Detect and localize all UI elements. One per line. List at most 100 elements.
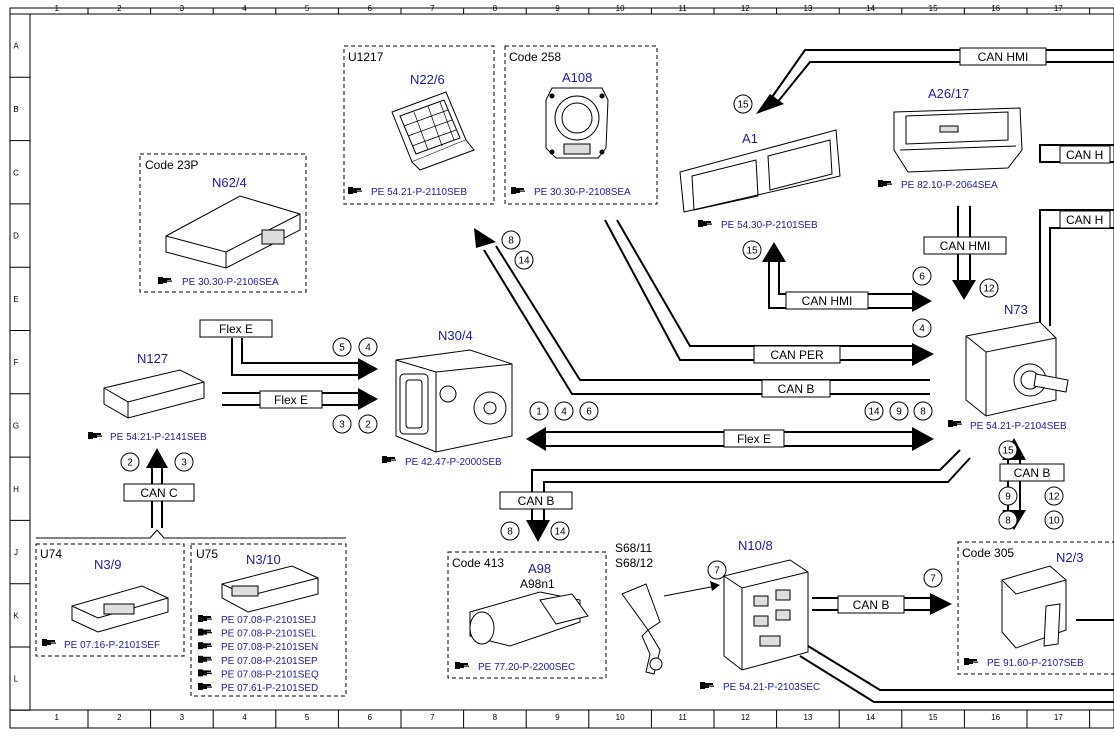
reference: PE 91.60-P-2107SEB bbox=[987, 658, 1084, 669]
hand-pointer-icon bbox=[158, 277, 172, 284]
component-label: A1 bbox=[742, 131, 758, 146]
bus-label-can-h-2: CAN H bbox=[1066, 213, 1103, 227]
component-a1[interactable]: A1 PE 54.30-P-2101SEB bbox=[679, 129, 841, 231]
grid-column-label: 7 bbox=[430, 4, 435, 13]
code-label: Code 23P bbox=[145, 158, 198, 172]
hand-pointer-icon bbox=[198, 655, 212, 663]
circle-number: 12 bbox=[1048, 492, 1060, 503]
grid-column-label: 3 bbox=[180, 4, 185, 13]
component-n3-9[interactable]: U74 N3/9 PE 07.16-P-2101SEF bbox=[35, 543, 185, 657]
connection-circle: 9 bbox=[998, 486, 1018, 506]
component-n73[interactable]: N73 PE 54.21-P-2104SEB bbox=[948, 302, 1069, 432]
reference: PE 30.30-P-2108SEA bbox=[534, 187, 631, 198]
grid-column-label: 10 bbox=[616, 4, 625, 13]
grid-column-label: 5 bbox=[305, 4, 310, 13]
hand-pointer-icon bbox=[700, 682, 714, 689]
component-n30-4[interactable]: N30/4 PE 42.47-P-2000SEB bbox=[382, 328, 513, 468]
connection-circle: 15 bbox=[733, 94, 753, 114]
connection-circle: 4 bbox=[554, 401, 574, 421]
grid-row-label: E bbox=[13, 295, 18, 304]
component-label: N30/4 bbox=[438, 328, 473, 343]
circle-number: 9 bbox=[1005, 492, 1011, 503]
connection-circle: 14 bbox=[514, 250, 534, 270]
circle-number: 10 bbox=[1048, 516, 1060, 527]
grid-column-label: 1 bbox=[54, 4, 59, 13]
circle-number: 14 bbox=[868, 407, 880, 418]
circle-number: 6 bbox=[586, 407, 592, 418]
component-a98[interactable]: Code 413 A98 A98n1 PE 77.20-P-2200SEC bbox=[447, 551, 607, 679]
bus-label-can-hmi-e: CAN HMI bbox=[802, 294, 853, 308]
component-n2-3[interactable]: Code 305 N2/3 PE 91.60-P-2107SEB bbox=[957, 541, 1114, 675]
component-label: N73 bbox=[1004, 302, 1028, 317]
grid-column-label: 14 bbox=[866, 4, 875, 13]
circle-number: 15 bbox=[1002, 446, 1014, 457]
circle-number: 14 bbox=[554, 527, 566, 538]
grid-column-label: 7 bbox=[430, 713, 435, 722]
connection-circle: 2 bbox=[120, 452, 140, 472]
bus-label-can-c: CAN C bbox=[140, 486, 178, 500]
reference: PE 07.16-P-2101SEF bbox=[64, 640, 160, 651]
grid-column-label: 4 bbox=[242, 4, 247, 13]
component-s68[interactable]: S68/11 S68/12 bbox=[615, 541, 663, 675]
connection-circle: 15 bbox=[742, 240, 762, 260]
component-n127[interactable]: N127 PE 54.21-P-2141SEB bbox=[88, 351, 207, 443]
reference: PE 30.30-P-2106SEA bbox=[182, 277, 279, 288]
reference: PE 54.21-P-2104SEB bbox=[970, 421, 1067, 432]
component-label: N10/8 bbox=[738, 538, 773, 553]
grid-column-label: 6 bbox=[367, 713, 372, 722]
reference: PE 54.21-P-2141SEB bbox=[110, 432, 207, 443]
grid-column-label: 8 bbox=[493, 713, 498, 722]
component-n62-4[interactable]: Code 23P N62/4 PE 30.30-P-2106SEA bbox=[139, 153, 307, 293]
circle-number: 7 bbox=[930, 574, 936, 585]
component-label: N3/10 bbox=[246, 552, 281, 567]
connection-circle: 15 bbox=[998, 440, 1018, 460]
reference: PE 54.21-P-2110SEB bbox=[371, 187, 467, 198]
reference: PE 82.10-P-2064SEA bbox=[901, 180, 998, 191]
bus-label-can-per: CAN PER bbox=[770, 348, 824, 362]
connection-circle: 8 bbox=[500, 521, 520, 541]
component-n10-8[interactable]: N10/8 PE 54.21-P-2103SEC bbox=[700, 538, 820, 693]
hand-pointer-icon bbox=[198, 642, 212, 650]
component-label: N22/6 bbox=[410, 72, 445, 87]
circle-number: 3 bbox=[339, 420, 345, 431]
component-a26-17[interactable]: A26/17 PE 82.10-P-2064SEA bbox=[878, 86, 1023, 191]
bus-labels: CAN HMI CAN H CAN H CAN HMI CAN HMI CAN … bbox=[123, 47, 1111, 614]
reference: PE 54.30-P-2101SEB bbox=[721, 220, 818, 231]
component-a108[interactable]: Code 258 A108 PE 30.30-P-2108SEA bbox=[504, 45, 658, 205]
grid-column-label: 17 bbox=[1054, 713, 1063, 722]
hand-pointer-icon bbox=[455, 662, 469, 669]
bus-label-can-hmi-mid: CAN HMI bbox=[940, 239, 991, 253]
code-label: Code 413 bbox=[452, 556, 504, 570]
reference: PE 07.08-P-2101SEP bbox=[221, 656, 318, 667]
grid-column-label: 10 bbox=[616, 713, 625, 722]
grid-column-label: 15 bbox=[929, 713, 938, 722]
connection-circle: 8 bbox=[501, 230, 521, 250]
connection-circle: 9 bbox=[889, 401, 909, 421]
hand-pointer-icon bbox=[948, 420, 962, 427]
grid-column-label: 2 bbox=[117, 713, 122, 722]
hand-pointer-icon bbox=[198, 615, 212, 622]
circle-number: 15 bbox=[737, 100, 749, 111]
code-label: Code 258 bbox=[509, 50, 561, 64]
hand-pointer-icon bbox=[198, 669, 212, 677]
grid-column-label: 12 bbox=[741, 713, 750, 722]
component-label: N3/9 bbox=[94, 557, 121, 572]
grid-column-label: 9 bbox=[555, 713, 560, 722]
bus-label-can-b-f: CAN B bbox=[778, 382, 815, 396]
hand-pointer-icon bbox=[382, 456, 396, 463]
connection-circle: 8 bbox=[998, 510, 1018, 530]
grid-row-label: H bbox=[13, 485, 19, 494]
hand-pointer-icon bbox=[964, 658, 978, 665]
circle-number: 5 bbox=[339, 343, 345, 354]
connection-circle: 14 bbox=[550, 521, 570, 541]
component-n22-6[interactable]: U1217 N22/6 PE 54.21-P-2110SEB bbox=[343, 45, 495, 205]
grid-row-label: J bbox=[14, 548, 18, 557]
bus-label-can-hmi-top: CAN HMI bbox=[978, 50, 1029, 64]
connection-circle: 6 bbox=[579, 401, 599, 421]
bus-label-flex-e-n62: Flex E bbox=[219, 322, 253, 336]
